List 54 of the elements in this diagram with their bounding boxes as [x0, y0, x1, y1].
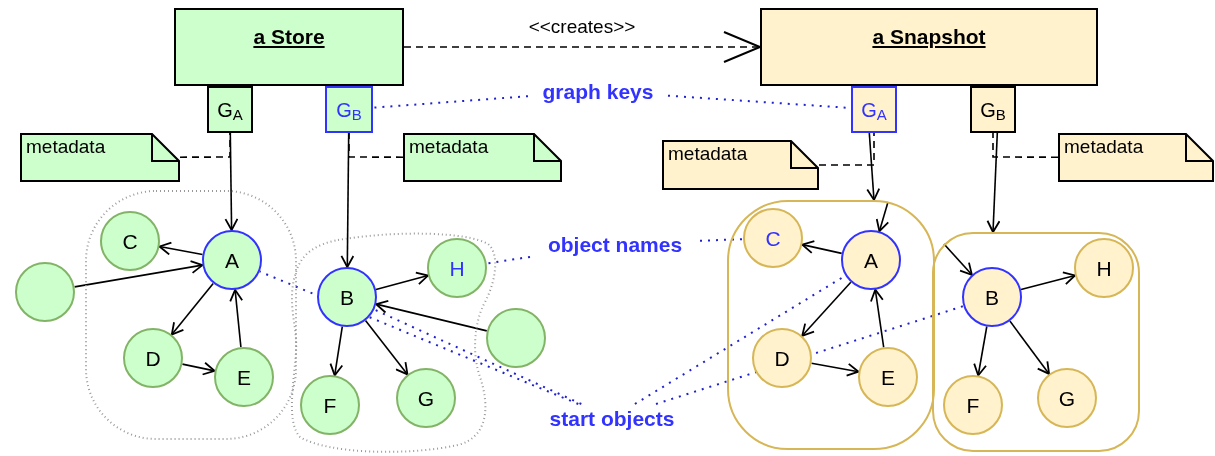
key-label: G$_{B}$: [336, 99, 362, 120]
arrow: [364, 319, 409, 376]
object-box: [760, 8, 1098, 86]
key-box: [325, 86, 373, 133]
dashed-connector: [818, 132, 875, 166]
note-text: metadata: [409, 135, 489, 159]
dashed-connector: [348, 132, 404, 158]
arrow: [943, 243, 973, 276]
object-box: [174, 8, 404, 86]
object-label: C: [765, 227, 781, 249]
object-label: H: [449, 257, 465, 279]
arrow: [224, 132, 239, 231]
arrow: [329, 325, 344, 377]
arrow: [1009, 320, 1050, 375]
arrow: [340, 132, 355, 268]
arrow: [229, 288, 244, 348]
object-label: G: [1058, 387, 1076, 409]
leader-line: [699, 238, 744, 242]
arrow: [973, 325, 988, 377]
object-label: B: [985, 286, 999, 308]
object-label: F: [323, 394, 337, 416]
object-label: H: [1096, 257, 1112, 279]
key-box: [207, 86, 253, 133]
key-box: [851, 86, 897, 133]
object-label: B: [340, 286, 354, 308]
dependency-arrow: [403, 31, 761, 63]
object-title: a Snapshot: [872, 24, 986, 50]
object-label: C: [122, 230, 138, 252]
key-label: G$_{B}$: [980, 99, 1006, 120]
key-box: [970, 86, 1016, 133]
key-label: G$_{A}$: [861, 99, 887, 120]
note-text: metadata: [668, 142, 748, 166]
arrow: [986, 132, 1001, 233]
object-label: G: [417, 387, 435, 409]
object-label: A: [864, 249, 878, 271]
object-label: D: [145, 347, 161, 369]
object-label: E: [881, 366, 895, 388]
object-title: a Store: [253, 24, 325, 50]
arrow: [170, 282, 214, 336]
key-label: G$_{A}$: [217, 99, 243, 120]
note-text: metadata: [26, 135, 106, 159]
note-text: metadata: [1064, 135, 1144, 159]
arrow: [801, 281, 852, 337]
leader-line: [372, 95, 529, 109]
object-label: A: [225, 249, 239, 271]
arrow: [866, 132, 881, 201]
dashed-connector: [179, 132, 231, 158]
dashed-connector: [992, 132, 1059, 158]
object-label: D: [774, 347, 790, 369]
arrow: [875, 201, 890, 233]
arrow: [870, 288, 885, 349]
object-label: E: [237, 366, 251, 388]
edge-label: <<creates>>: [528, 17, 636, 36]
object-label: F: [966, 394, 980, 416]
